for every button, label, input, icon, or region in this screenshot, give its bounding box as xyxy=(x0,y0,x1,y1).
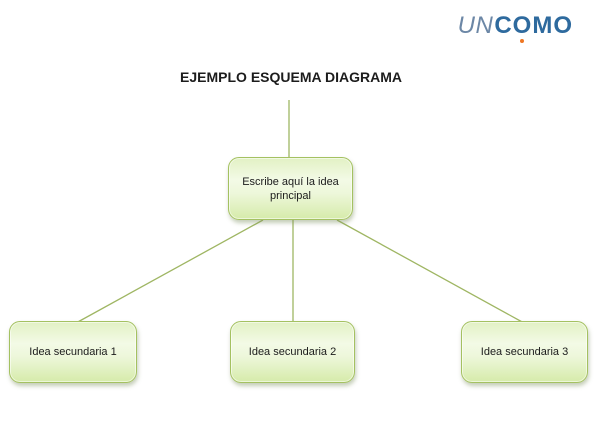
logo-letters-mo: MO xyxy=(532,12,573,39)
node-secondary-1[interactable]: Idea secundaria 1 xyxy=(9,321,137,383)
logo-un-text: UN xyxy=(457,12,494,39)
node-secondary-3[interactable]: Idea secundaria 3 xyxy=(461,321,588,383)
diagram-title: EJEMPLO ESQUEMA DIAGRAMA xyxy=(180,69,402,85)
node-secondary-2[interactable]: Idea secundaria 2 xyxy=(230,321,355,383)
logo-letter-c: C xyxy=(494,12,513,39)
node-secondary-1-label: Idea secundaria 1 xyxy=(29,346,117,358)
logo-orange-dot-icon xyxy=(520,39,525,43)
node-main-idea[interactable]: Escribe aquí la idea principal xyxy=(228,157,353,220)
connector-main-to-secondary-1 xyxy=(75,219,264,324)
logo-letter-o-dotted: O xyxy=(513,12,533,43)
node-secondary-3-label: Idea secundaria 3 xyxy=(480,346,569,358)
node-secondary-2-label: Idea secundaria 2 xyxy=(248,346,337,358)
node-main-idea-label: Escribe aquí la idea principal xyxy=(242,175,339,202)
connector-main-to-secondary-3 xyxy=(336,219,525,324)
